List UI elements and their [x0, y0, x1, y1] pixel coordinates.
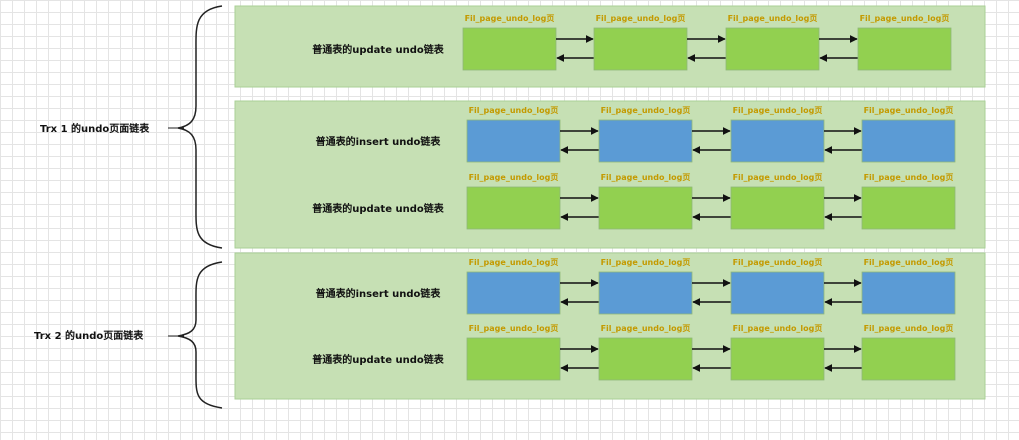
trx1-label: Trx 1 的undo页面链表	[40, 122, 150, 135]
update-undo-page	[730, 186, 825, 230]
update-undo-page	[598, 337, 693, 381]
page-label: Fil_page_undo_log页	[733, 106, 823, 115]
page-label: Fil_page_undo_log页	[733, 258, 823, 267]
trx2-brace	[177, 261, 223, 409]
page-label: Fil_page_undo_log页	[465, 14, 555, 23]
insert-undo-page	[730, 119, 825, 163]
update-undo-page	[861, 186, 956, 230]
page-label: Fil_page_undo_log页	[601, 173, 691, 182]
insert-undo-page	[861, 119, 956, 163]
update-undo-page	[861, 337, 956, 381]
trx2-label: Trx 2 的undo页面链表	[34, 329, 144, 342]
page-label: Fil_page_undo_log页	[864, 324, 954, 333]
update-undo-page	[466, 186, 561, 230]
update-undo-page	[857, 27, 952, 71]
page-label: Fil_page_undo_log页	[601, 258, 691, 267]
page-label: Fil_page_undo_log页	[469, 173, 559, 182]
page-label: Fil_page_undo_log页	[864, 258, 954, 267]
update-undo-page	[593, 27, 688, 71]
row-label: 普通表的update undo链表	[312, 202, 444, 215]
page-label: Fil_page_undo_log页	[601, 106, 691, 115]
update-undo-page	[598, 186, 693, 230]
update-undo-page	[466, 337, 561, 381]
trx1-brace	[177, 5, 223, 249]
page-label: Fil_page_undo_log页	[864, 106, 954, 115]
row-label: 普通表的insert undo链表	[316, 135, 442, 148]
insert-undo-page	[861, 271, 956, 315]
insert-undo-page	[466, 271, 561, 315]
insert-undo-page	[730, 271, 825, 315]
page-label: Fil_page_undo_log页	[469, 324, 559, 333]
page-label: Fil_page_undo_log页	[733, 324, 823, 333]
update-undo-page	[725, 27, 820, 71]
page-label: Fil_page_undo_log页	[860, 14, 950, 23]
row-label: 普通表的update undo链表	[312, 353, 444, 366]
page-label: Fil_page_undo_log页	[469, 106, 559, 115]
row-label: 普通表的update undo链表	[312, 43, 444, 56]
row-label: 普通表的insert undo链表	[316, 287, 442, 300]
update-undo-page	[730, 337, 825, 381]
page-label: Fil_page_undo_log页	[733, 173, 823, 182]
page-label: Fil_page_undo_log页	[864, 173, 954, 182]
page-label: Fil_page_undo_log页	[596, 14, 686, 23]
update-undo-page	[462, 27, 557, 71]
insert-undo-page	[598, 271, 693, 315]
page-label: Fil_page_undo_log页	[469, 258, 559, 267]
page-label: Fil_page_undo_log页	[728, 14, 818, 23]
insert-undo-page	[598, 119, 693, 163]
page-label: Fil_page_undo_log页	[601, 324, 691, 333]
insert-undo-page	[466, 119, 561, 163]
